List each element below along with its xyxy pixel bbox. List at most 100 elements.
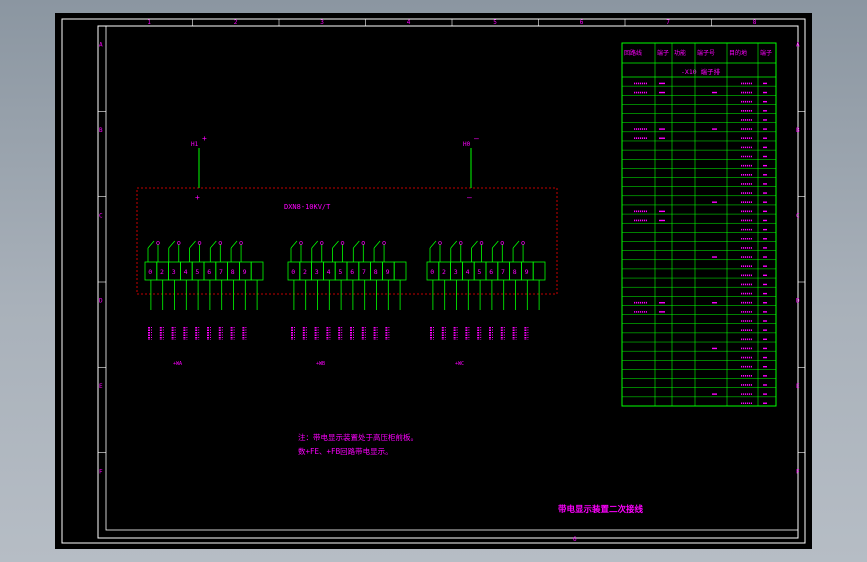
contact-blade: [492, 240, 499, 249]
terminal-number: 0: [291, 268, 295, 276]
terminal-number: 6: [207, 268, 211, 276]
contact-blade: [189, 240, 196, 249]
sheet-background: [55, 13, 812, 549]
device-dotted-boundary: [136, 187, 558, 295]
terminal-number: 4: [466, 268, 470, 276]
terminal-number: 6: [350, 268, 354, 276]
border-letter-right-D: D: [796, 298, 800, 305]
border-number-8: 8: [753, 19, 757, 26]
contact-point: [500, 241, 505, 245]
border-letter-left-A: A: [99, 42, 103, 49]
contact-blade: [230, 240, 238, 249]
contact-point: [361, 241, 366, 245]
terminal-number: 7: [362, 268, 366, 276]
contact-point: [218, 241, 223, 245]
border-letter-right-F: F: [796, 468, 800, 475]
note-line-2: 数+FE、+FB回路带电显示。: [298, 446, 393, 456]
contact-point: [459, 241, 463, 245]
terminal-number: 9: [525, 268, 529, 276]
plus-lead-label: +: [195, 193, 200, 202]
outer-frame: [61, 18, 806, 544]
terminal-number: 6: [489, 268, 493, 276]
terminal-number: 8: [374, 268, 378, 276]
contact-point: [320, 241, 324, 245]
table-grid: 回路线端子功能端子号目的地端子: [622, 43, 776, 406]
terminal-group-label: +WB: [316, 361, 325, 367]
border-letter-right-B: B: [796, 127, 800, 134]
table-header-1: 回路线: [624, 49, 642, 57]
terminal-number: 3: [172, 268, 176, 276]
border-letter-left-F: F: [99, 468, 103, 475]
terminal-number: 5: [338, 268, 342, 276]
terminal-group-label: +WC: [455, 361, 464, 367]
contact-blade: [429, 240, 437, 249]
terminal-number: 8: [513, 268, 517, 276]
note-line-1: 注：带电显示装置处于高压柜前板。: [298, 432, 418, 442]
table-header-5: 目的地: [729, 49, 747, 57]
terminal-number: 0: [430, 268, 434, 276]
contact-point: [438, 241, 442, 245]
contact-blade: [168, 240, 176, 249]
border-letter-left-D: D: [99, 298, 103, 305]
contact-point: [382, 241, 386, 245]
table-header-6: 端子: [760, 49, 772, 57]
terminal-number: 3: [315, 268, 319, 276]
border-number-5: 5: [493, 19, 497, 26]
terminal-number: 8: [231, 268, 235, 276]
terminal-number: 5: [195, 268, 199, 276]
contact-point: [340, 241, 345, 245]
table-header-4: 端子号: [697, 49, 715, 57]
terminal-number: 4: [184, 268, 188, 276]
contact-blade: [311, 240, 319, 249]
terminal-number: 3: [454, 268, 458, 276]
terminal-number: 2: [303, 268, 307, 276]
contact-blade: [471, 240, 478, 249]
contact-point: [177, 241, 181, 245]
drawing-title: 带电显示装置二次接线: [558, 504, 644, 515]
minus-lead-label: —: [467, 193, 472, 202]
terminal-number: 7: [219, 268, 223, 276]
table-header-3: 功能: [674, 49, 686, 57]
border-number-4: 4: [407, 19, 411, 26]
border-number-3: 3: [320, 19, 324, 26]
contact-blade: [332, 240, 339, 249]
border-letter-left-E: E: [99, 383, 103, 390]
plus-source-label: H1: [191, 141, 199, 148]
terminal-block-table: -X10 端子排 回路线端子功能端子号目的地端子: [621, 42, 777, 407]
contact-blade: [210, 240, 217, 249]
terminal-number: 0: [148, 268, 152, 276]
minus-source-sign: —: [474, 134, 479, 143]
border-number-1: 1: [147, 19, 151, 26]
border-bottom-label: 6: [573, 536, 577, 543]
terminal-number: 2: [160, 268, 164, 276]
minus-source-label: H0: [463, 141, 471, 148]
border-number-6: 6: [580, 19, 584, 26]
border-letter-right-E: E: [796, 383, 800, 390]
contact-blade: [353, 240, 360, 249]
contact-blade: [147, 240, 155, 249]
border-letter-left-C: C: [99, 212, 103, 219]
terminal-number: 2: [442, 268, 446, 276]
contact-blade: [512, 240, 520, 249]
terminal-number: 4: [327, 268, 331, 276]
contact-point: [479, 241, 484, 245]
contact-point: [521, 241, 525, 245]
terminal-number: 5: [477, 268, 481, 276]
border-letter-right-A: A: [796, 42, 800, 49]
border-letter-right-C: C: [796, 212, 800, 219]
contact-blade: [373, 240, 381, 249]
terminal-number: 9: [386, 268, 390, 276]
terminal-number: 9: [243, 268, 247, 276]
contact-point: [197, 241, 202, 245]
contact-blade: [450, 240, 458, 249]
terminal-number: 7: [501, 268, 505, 276]
terminal-group-label: +WA: [173, 361, 182, 367]
